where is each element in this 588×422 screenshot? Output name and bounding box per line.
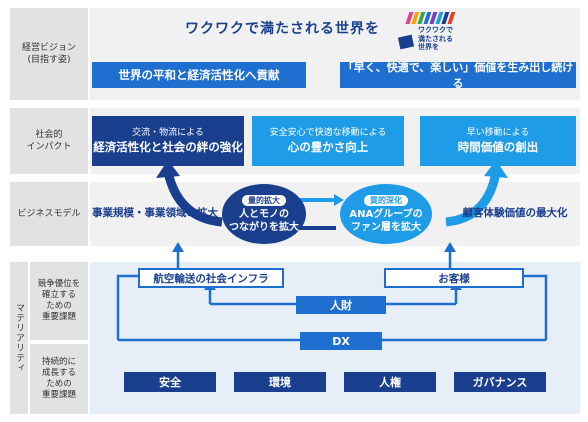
sustain-human-rights: 人権 <box>344 372 436 392</box>
logo-stripes-icon <box>397 12 456 50</box>
impact-small-text: 安全安心で快適な移動による <box>269 128 387 138</box>
people-box: 人財 <box>296 296 386 314</box>
row-label-vision: 経営ビジョン (目指す姿) <box>10 8 88 100</box>
impact-box-comfort: 安全安心で快適な移動による 心の豊かさ向上 <box>252 116 404 166</box>
circle-quantitative: 量的拡大 人とモノの つながりを拡大 <box>222 184 306 244</box>
impact-main-text: 心の豊かさ向上 <box>287 140 369 154</box>
row-label-impact: 社会的 インパクト <box>10 108 88 174</box>
circle-quantitative-text: 人とモノの つながりを拡大 <box>229 208 299 233</box>
arrow-right-icon <box>334 194 344 206</box>
impact-small-text: 交流・物流による <box>132 128 204 138</box>
row-label-business: ビジネスモデル <box>10 182 88 246</box>
sustain-governance: ガバナンス <box>454 372 546 392</box>
impact-small-text: 早い移動による <box>466 128 530 138</box>
row-label-sustainable: 持続的に 成長する ための 重要課題 <box>30 344 88 414</box>
vision-title: ワクワクで満たされる世界を <box>185 21 380 37</box>
impact-main-text: 経済活性化と社会の絆の強化 <box>93 140 243 154</box>
vision-right-box: 「早く、快適で、楽しい」価値を生み出し続ける <box>340 61 576 90</box>
business-left-label: 事業規模・事業領域の拡大 <box>92 206 218 219</box>
customer-box: お客様 <box>384 268 524 288</box>
arrow-up-right-icon <box>484 160 508 178</box>
circle-qualitative: 質的深化 ANAグループの ファン層を拡大 <box>340 184 432 244</box>
dx-box: DX <box>300 332 382 350</box>
vision-left-box: 世界の平和と経済活性化へ貢献 <box>92 62 306 88</box>
vision-logo-text: ワクワクで 満たされる 世界を <box>418 26 453 51</box>
row-label-materiality: マテリアリティ <box>10 262 28 414</box>
circle-qualitative-text: ANAグループの ファン層を拡大 <box>349 208 423 233</box>
sustain-safety: 安全 <box>124 372 216 392</box>
badge-quantitative: 量的拡大 <box>242 194 286 206</box>
sustain-environment: 環境 <box>234 372 326 392</box>
arrow-up-left-icon <box>156 160 180 178</box>
row-label-competitive: 競争優位を 確立する ための 重要課題 <box>30 262 88 340</box>
impact-main-text: 時間価値の創出 <box>457 140 539 154</box>
impact-box-economic: 交流・物流による 経済活性化と社会の絆の強化 <box>92 116 244 166</box>
impact-box-time: 早い移動による 時間価値の創出 <box>420 116 576 166</box>
badge-qualitative: 質的深化 <box>364 194 408 206</box>
infra-box: 航空輸送の社会インフラ <box>138 268 284 288</box>
vision-logo: ワクワクで 満たされる 世界を <box>396 10 476 58</box>
business-right-label: 顧客体験価値の最大化 <box>462 206 568 219</box>
